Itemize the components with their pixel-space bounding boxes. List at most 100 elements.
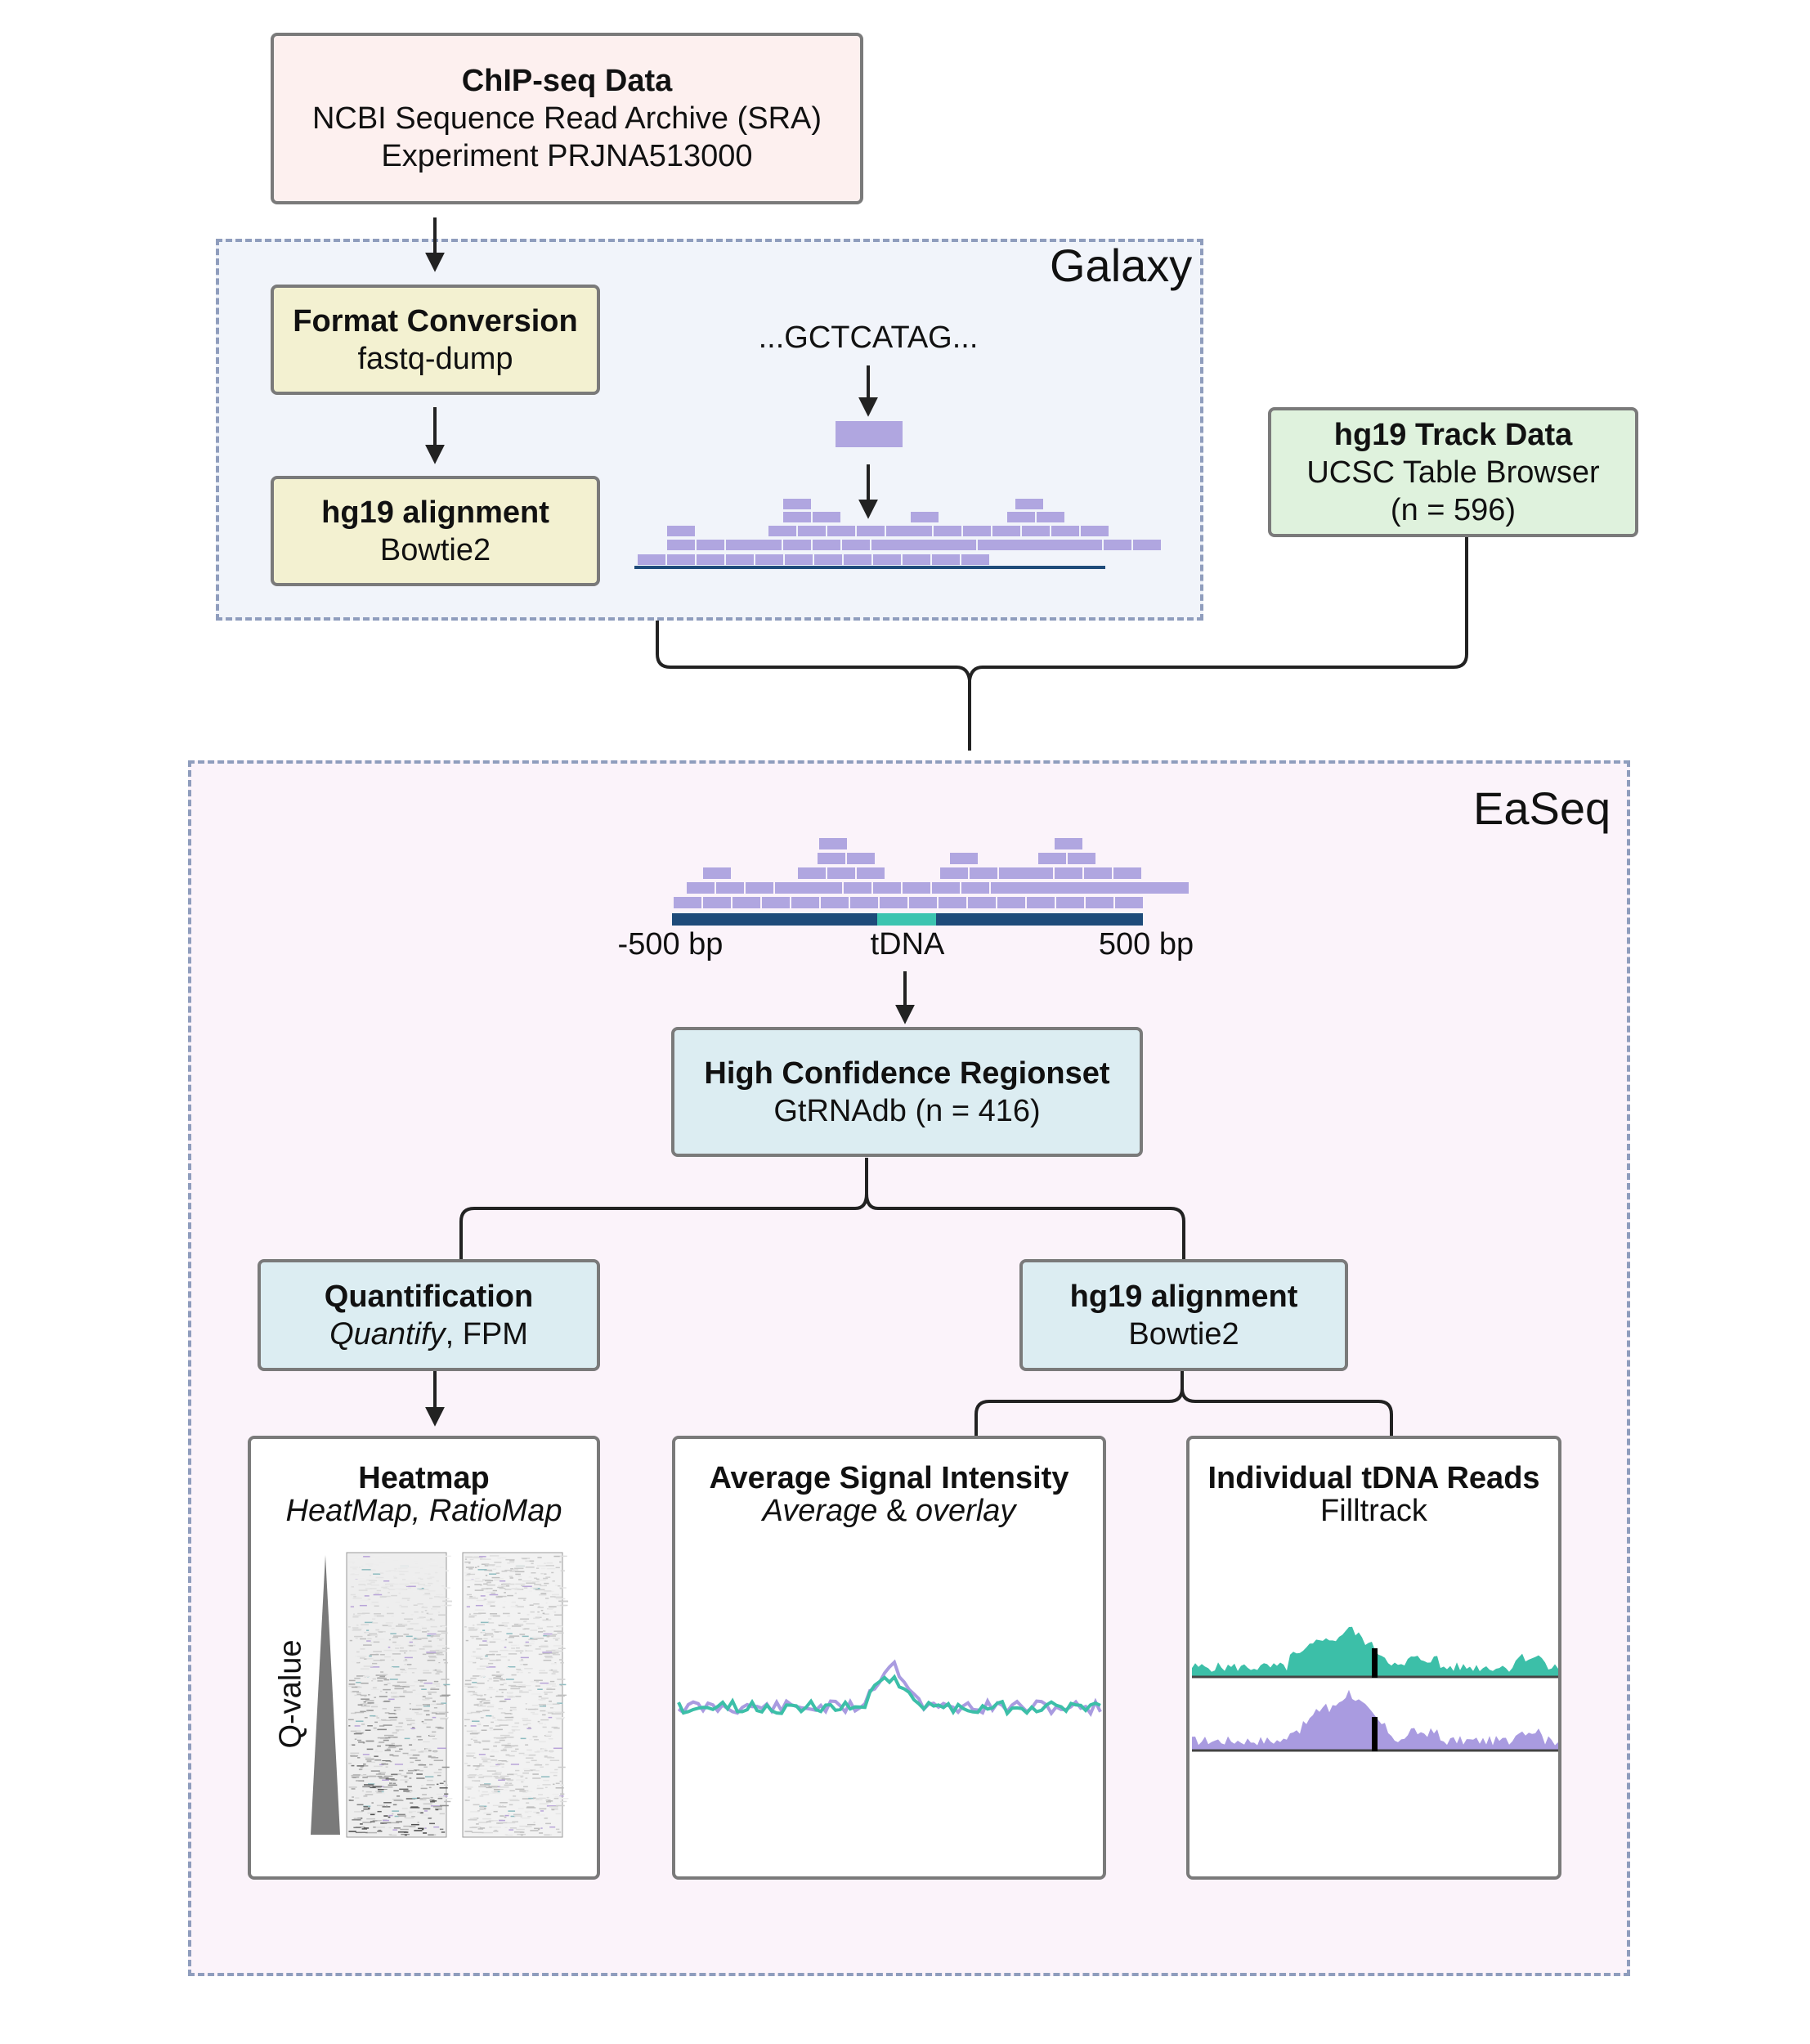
read-segment [785,554,813,565]
heatmap-speck [364,1756,371,1759]
heatmap-speck [398,1745,402,1746]
heatmap-speck [378,1829,382,1831]
heatmap-speck [426,1784,435,1786]
heatmap-speck [370,1653,379,1656]
heatmap-speck [555,1787,564,1789]
heatmap-speck [356,1780,364,1782]
heatmap-speck [393,1577,397,1579]
heatmap-speck [354,1725,361,1727]
heatmap-speck [509,1571,516,1572]
heatmap-speck [540,1593,547,1594]
heatmap-speck [392,1780,397,1782]
heatmap-speck [354,1572,359,1575]
heatmap-speck [509,1713,513,1715]
track-data-source: UCSC Table Browser [1306,455,1600,490]
heatmap-speck [513,1569,519,1571]
heatmap-speck [419,1769,423,1772]
heatmap-speck [551,1663,558,1665]
heatmap-speck [408,1810,417,1813]
heatmap-speck [379,1566,386,1567]
heatmap-speck [522,1791,528,1793]
heatmap-speck [518,1579,522,1580]
heatmap-speck [429,1602,432,1604]
heatmap-speck [544,1590,552,1592]
heatmap-speck [548,1800,553,1802]
heatmap-speck [513,1831,523,1833]
heatmap-speck [423,1797,430,1800]
heatmap-speck [444,1684,447,1687]
heatmap-speck [468,1613,471,1615]
heatmap-speck [557,1702,563,1704]
heatmap-speck [358,1580,368,1582]
heatmap-speck [477,1705,486,1707]
heatmap-speck [412,1727,415,1728]
heatmap-speck [511,1625,522,1627]
heatmap-speck [432,1716,437,1719]
heatmap-speck [443,1561,446,1563]
heatmap-speck [492,1804,501,1807]
heatmap-speck [427,1692,437,1693]
heatmap-speck [437,1774,441,1777]
read-segment [667,540,695,550]
heatmap-speck [373,1827,376,1828]
heatmap-speck [428,1693,432,1695]
heatmap-speck [478,1731,481,1733]
heatmap-speck [389,1754,394,1756]
heatmap-speck [479,1806,484,1808]
heatmap-speck [560,1800,567,1803]
heatmap-speck [553,1783,555,1786]
heatmap-speck [393,1571,400,1572]
heatmap-speck [403,1660,408,1662]
heatmap-speck [506,1666,509,1669]
heatmap-speck [377,1831,383,1832]
heatmap-speck [392,1641,396,1643]
heatmap-speck [417,1603,423,1605]
read-segment [1038,853,1066,864]
heatmap-speck [481,1794,490,1795]
quantification-box: Quantification Quantify, FPM [258,1259,600,1371]
heatmap-speck [430,1625,437,1628]
heatmap-speck [514,1815,522,1817]
heatmap-speck [500,1700,507,1702]
heatmap-speck [512,1730,516,1732]
heatmap-speck [435,1673,440,1674]
heatmap-speck [437,1650,447,1652]
read-segment [674,897,701,908]
heatmap-speck [508,1780,513,1782]
heatmap-speck [532,1797,536,1799]
heatmap-speck [374,1721,378,1724]
heatmap-speck [372,1820,378,1822]
heatmap-speck [403,1831,409,1833]
heatmap-speck [545,1710,552,1713]
heatmap-speck [509,1577,513,1579]
heatmap-speck [363,1763,366,1765]
heatmap-speck [421,1688,427,1690]
heatmap-speck [486,1584,495,1586]
heatmap-speck [408,1811,413,1813]
heatmap-speck [388,1745,399,1747]
heatmap-speck [481,1700,491,1701]
heatmap-speck [444,1800,451,1803]
heatmap-speck [368,1785,374,1786]
heatmap-speck [531,1572,536,1574]
heatmap-speck [532,1736,538,1737]
heatmap-speck [483,1831,493,1834]
heatmap-speck [483,1725,489,1727]
heatmap-speck [423,1766,428,1768]
read-segment [1027,897,1055,908]
heatmap-speck [437,1638,444,1639]
heatmap-speck [471,1637,474,1639]
heatmap-speck [543,1634,550,1637]
heatmap-speck [486,1715,492,1717]
heatmap-speck [504,1816,507,1818]
heatmap-speck [477,1790,481,1792]
read-segment [857,867,885,879]
heatmap-speck [510,1688,521,1690]
heatmap-speck [426,1619,435,1621]
heatmap-speck [382,1806,391,1808]
read-segment [697,540,724,550]
heatmap-speck [419,1578,423,1580]
heatmap-speck [513,1681,523,1683]
heatmap-speck [493,1819,498,1822]
heatmap-speck [541,1748,547,1750]
